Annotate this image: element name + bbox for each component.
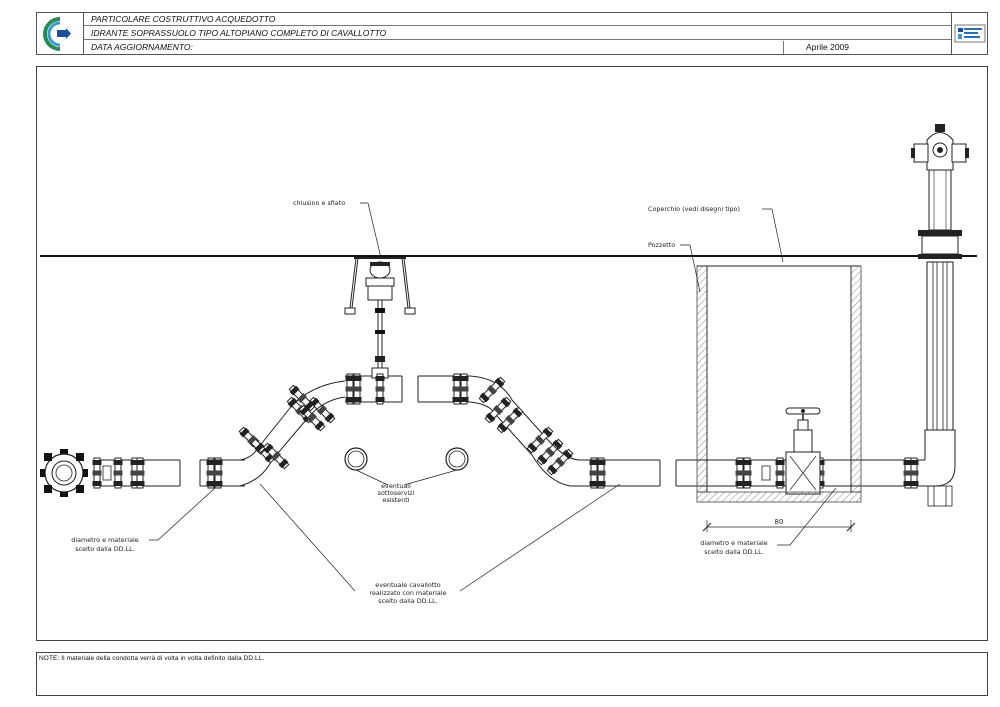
label-diam-left-1: diametro e materiale: [71, 536, 138, 544]
pozzetto-chamber: [696, 265, 862, 503]
notes-box: NOTE: Il materiale della condotta verrà …: [36, 652, 988, 696]
title-block: PARTICOLARE COSTRUTTIVO ACQUEDOTTO IDRAN…: [36, 12, 988, 55]
label-cavallotto-3: scelto dalla DD.LL.: [378, 597, 438, 605]
update-date-value: Aprile 2009: [783, 41, 951, 54]
dimension-value: 80: [775, 518, 784, 526]
update-date-label: DATA AGGIORNAMENTO:: [91, 42, 193, 52]
label-cavallotto-1: eventuale cavallotto: [375, 581, 441, 589]
label-diam-right-1: diametro e materiale: [700, 539, 767, 547]
company-logo: [37, 13, 84, 54]
drawing-title: IDRANTE SOPRASSUOLO TIPO ALTOPIANO COMPL…: [83, 27, 951, 40]
right-lower-pipe-run: [570, 457, 940, 489]
brand-logo: [951, 13, 988, 54]
label-coperchio: Coperchio (vedi disegni tipo): [648, 205, 740, 213]
label-chiusino: chiusino e sfiato: [293, 199, 345, 207]
left-rising-bend: [237, 380, 346, 487]
label-cavallotto-2: realizzato con materiale: [369, 589, 446, 597]
existing-utilities: [344, 447, 469, 471]
leader-lines: [149, 202, 837, 592]
blind-flange-icon: [40, 449, 88, 497]
label-servizi-3: esistenti: [382, 496, 409, 504]
drawing-category: PARTICOLARE COSTRUTTIVO ACQUEDOTTO: [83, 13, 951, 26]
air-valve-assembly: [344, 257, 416, 368]
upper-horizontal-left: [345, 367, 403, 405]
label-diam-left-2: scelto dalla DD.LL.: [75, 545, 135, 553]
right-descending-bend: [469, 375, 581, 487]
label-pozzetto: Pozzetto: [648, 241, 675, 249]
drawing-frame: [36, 66, 988, 641]
hydrant-icon: [911, 124, 969, 507]
label-servizi-1: eventuali: [381, 482, 411, 490]
left-pipe-run: [92, 457, 245, 489]
label-servizi-2: sottoservizi: [378, 489, 415, 497]
notes-text: NOTE: Il materiale della condotta verrà …: [39, 655, 265, 662]
label-diam-right-2: scelto dalla DD.LL.: [704, 548, 764, 556]
gate-valve-icon: [785, 407, 821, 495]
chamber-dimension: 80: [702, 518, 856, 532]
upper-horizontal-right: [417, 373, 470, 405]
